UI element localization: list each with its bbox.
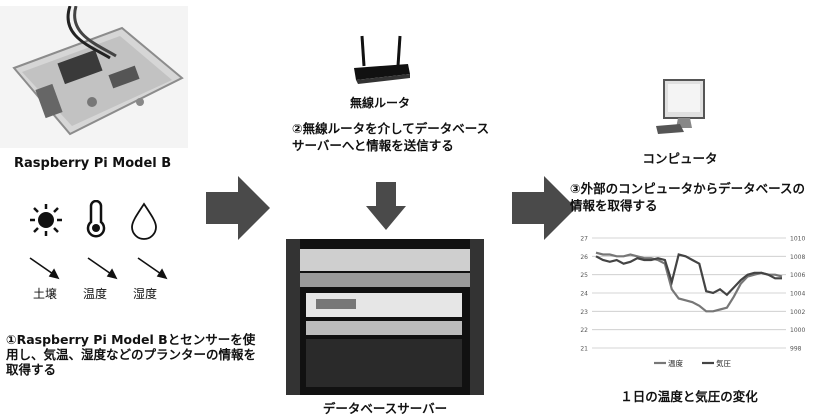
monitor-icon	[650, 78, 710, 136]
left-tick-label: 27	[580, 236, 588, 243]
right-tick-label: 1000	[790, 327, 805, 334]
step2-description: ②無線ルータを介してデータベースサーバーへと情報を送信する	[292, 121, 490, 153]
sensor-label-humidity: 湿度	[132, 287, 157, 301]
thermometer-icon	[76, 199, 116, 240]
left-tick-label: 24	[580, 291, 588, 298]
right-tick-label: 1006	[790, 272, 805, 279]
flow-arrow-right-2	[512, 176, 576, 240]
right-tick-label: 1002	[790, 309, 805, 316]
router-label: 無線ルータ	[349, 96, 410, 110]
wireless-router-icon	[350, 34, 414, 88]
right-tick-label: 1004	[790, 291, 805, 298]
right-tick-label: 1010	[790, 236, 805, 243]
series-line-temperature	[595, 251, 783, 313]
legend-label-pressure: 気圧	[716, 358, 731, 368]
step1-description: ①Raspberry Pi Model Bとセンサーを使用し、気温、湿度などのプ…	[6, 332, 257, 377]
computer-label: コンピュータ	[642, 151, 718, 166]
temperature-pressure-chart: 27 26 25 24 23 22 21 1010 1008 1006 1004 1002 1000 99…	[566, 228, 812, 378]
step3-description: ③外部のコンピュータからデータベースの情報を取得する	[570, 181, 805, 213]
chart-caption: １日の温度と気圧の変化	[620, 389, 758, 404]
left-tick-label: 22	[580, 327, 588, 334]
sensor-label-temperature: 温度	[82, 287, 107, 301]
water-drop-icon	[124, 200, 164, 240]
database-server-photo	[286, 239, 484, 395]
sensor-arrows	[29, 257, 168, 280]
flow-arrow-down	[366, 182, 406, 230]
database-server-caption: データベースサーバー	[322, 401, 448, 416]
sun-icon	[26, 200, 66, 240]
left-tick-label: 26	[580, 254, 588, 261]
right-tick-label: 998	[790, 346, 802, 353]
raspberry-pi-photo	[0, 5, 188, 148]
left-tick-label: 21	[580, 346, 588, 353]
left-tick-label: 23	[580, 309, 588, 316]
right-tick-label: 1008	[790, 254, 805, 261]
left-tick-label: 25	[580, 272, 588, 279]
legend-label-temperature: 温度	[668, 358, 683, 368]
flow-arrow-right-1	[206, 176, 270, 240]
sensor-label-soil: 土壌	[32, 287, 57, 301]
raspberry-pi-caption: Raspberry Pi Model B	[14, 156, 172, 171]
series-line-pressure	[595, 253, 782, 297]
